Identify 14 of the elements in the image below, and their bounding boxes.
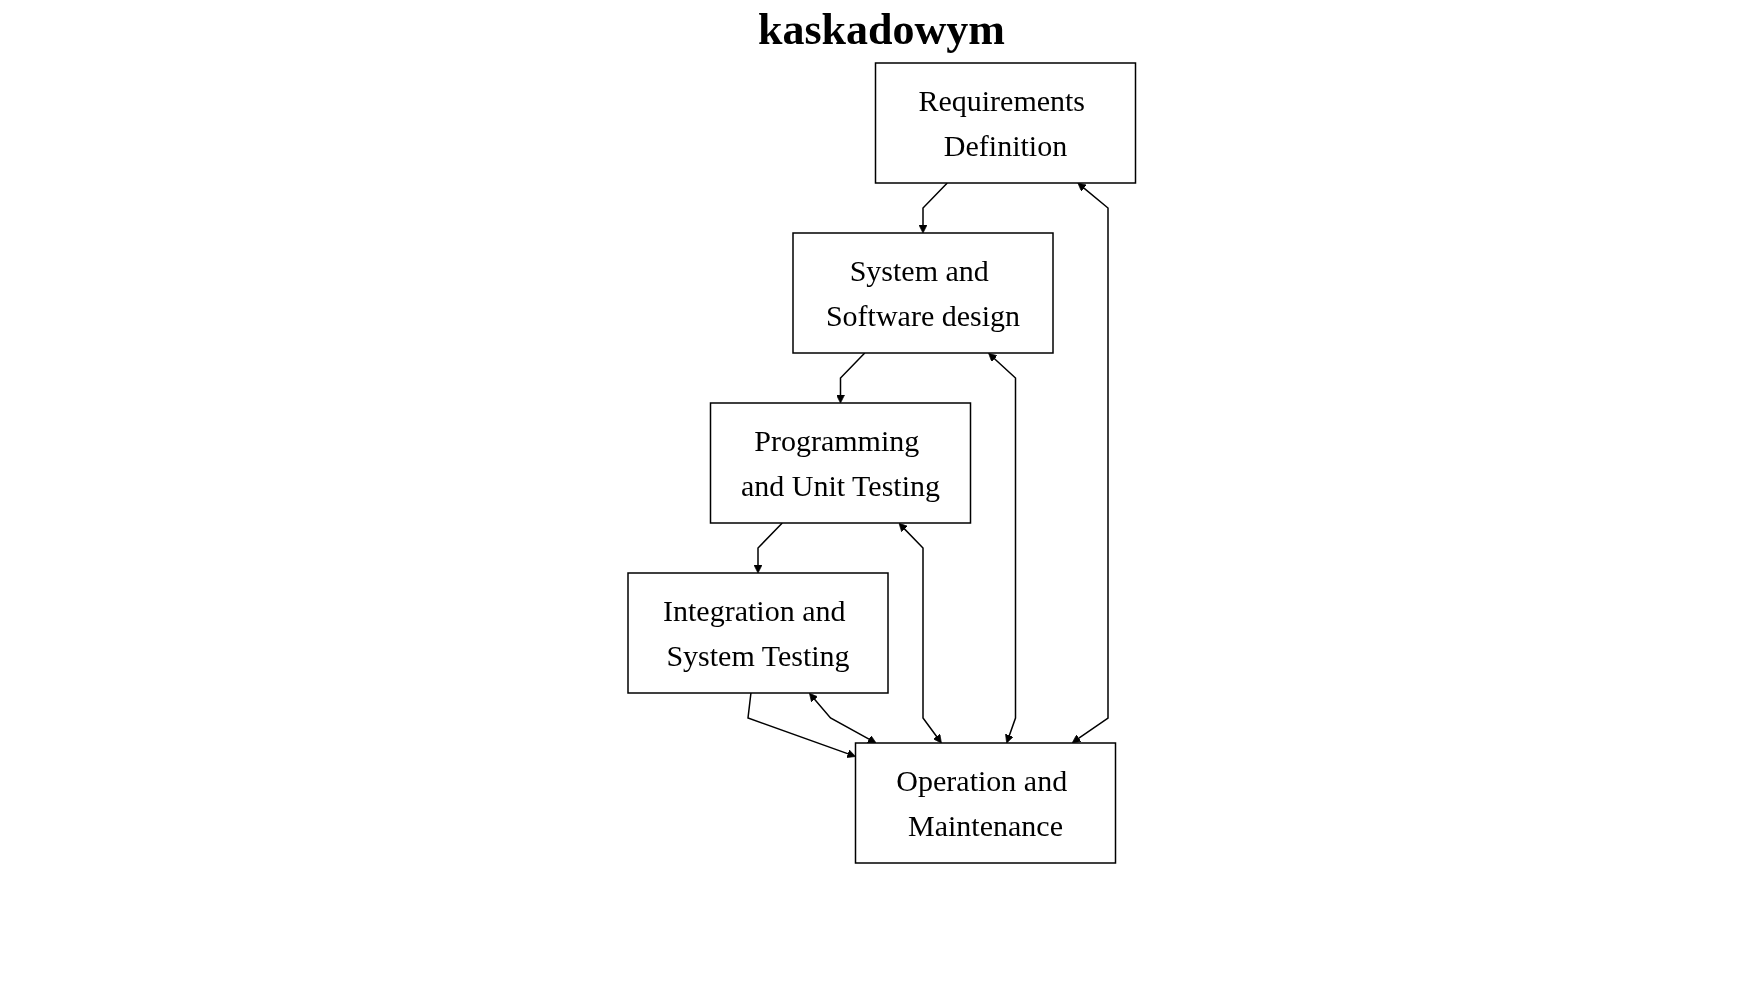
node-box: System and Software design <box>792 232 1054 354</box>
arrow <box>918 182 948 234</box>
arrow <box>808 692 877 744</box>
node-box: Requirements Definition <box>874 62 1136 184</box>
arrow <box>753 522 783 574</box>
arrow <box>1071 182 1109 744</box>
node-box: Operation and Maintenance <box>854 742 1116 864</box>
arrow <box>835 352 866 404</box>
arrow <box>987 352 1016 744</box>
arrow <box>898 522 942 744</box>
title: kaskadowym <box>757 4 1006 55</box>
node-box: Programming and Unit Testing <box>709 402 971 524</box>
arrow <box>746 692 856 758</box>
node-box: Integration and System Testing <box>627 572 889 694</box>
